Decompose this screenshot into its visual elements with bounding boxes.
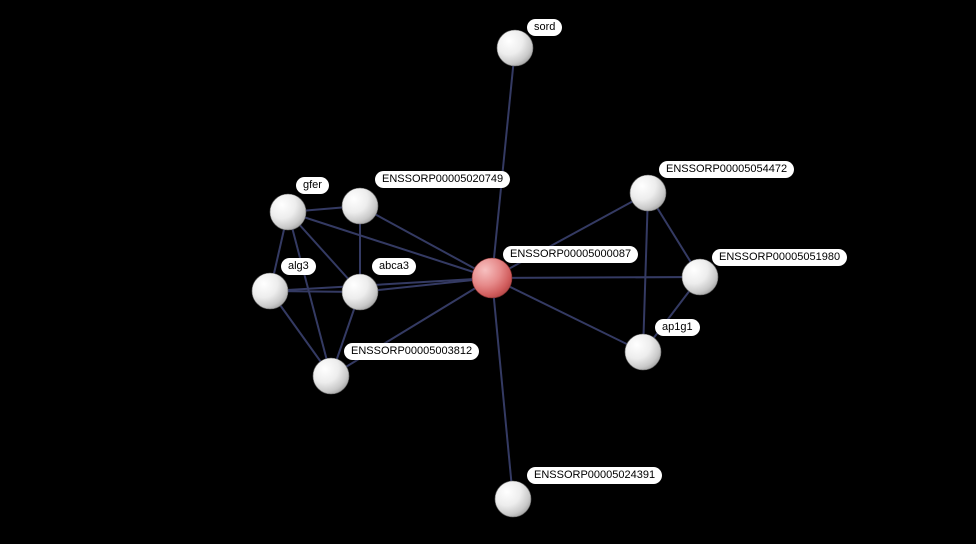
edge-ENSSORP00005000087--abca3[interactable] xyxy=(359,277,493,293)
node-ENSSORP00005051980[interactable] xyxy=(681,258,719,296)
node-sord[interactable] xyxy=(496,29,534,67)
node-ENSSORP00005020749[interactable] xyxy=(341,187,379,225)
node-ENSSORP00005054472[interactable] xyxy=(629,174,667,212)
edge-ENSSORP00005054472--ap1g1[interactable] xyxy=(642,192,649,353)
edge-ENSSORP00005000087--gfer[interactable] xyxy=(287,211,493,279)
edge-sord--ENSSORP00005000087[interactable] xyxy=(491,47,516,279)
node-gfer[interactable] xyxy=(269,193,307,231)
edge-ENSSORP00005000087--alg3[interactable] xyxy=(269,277,493,292)
node-ENSSORP00005000087[interactable] xyxy=(471,257,513,299)
edge-ENSSORP00005000087--ENSSORP00005024391[interactable] xyxy=(491,277,514,500)
node-alg3[interactable] xyxy=(251,272,289,310)
nodes-layer xyxy=(251,29,719,518)
edge-ENSSORP00005000087--ap1g1[interactable] xyxy=(491,277,644,353)
edge-ENSSORP00005000087--ENSSORP00005054472[interactable] xyxy=(491,192,649,279)
node-ENSSORP00005003812[interactable] xyxy=(312,357,350,395)
node-abca3[interactable] xyxy=(341,273,379,311)
node-ap1g1[interactable] xyxy=(624,333,662,371)
node-ENSSORP00005024391[interactable] xyxy=(494,480,532,518)
edge-ENSSORP00005000087--ENSSORP00005051980[interactable] xyxy=(491,276,701,279)
edge-gfer--ENSSORP00005003812[interactable] xyxy=(287,211,332,377)
edge-ENSSORP00005000087--ENSSORP00005020749[interactable] xyxy=(359,205,493,279)
